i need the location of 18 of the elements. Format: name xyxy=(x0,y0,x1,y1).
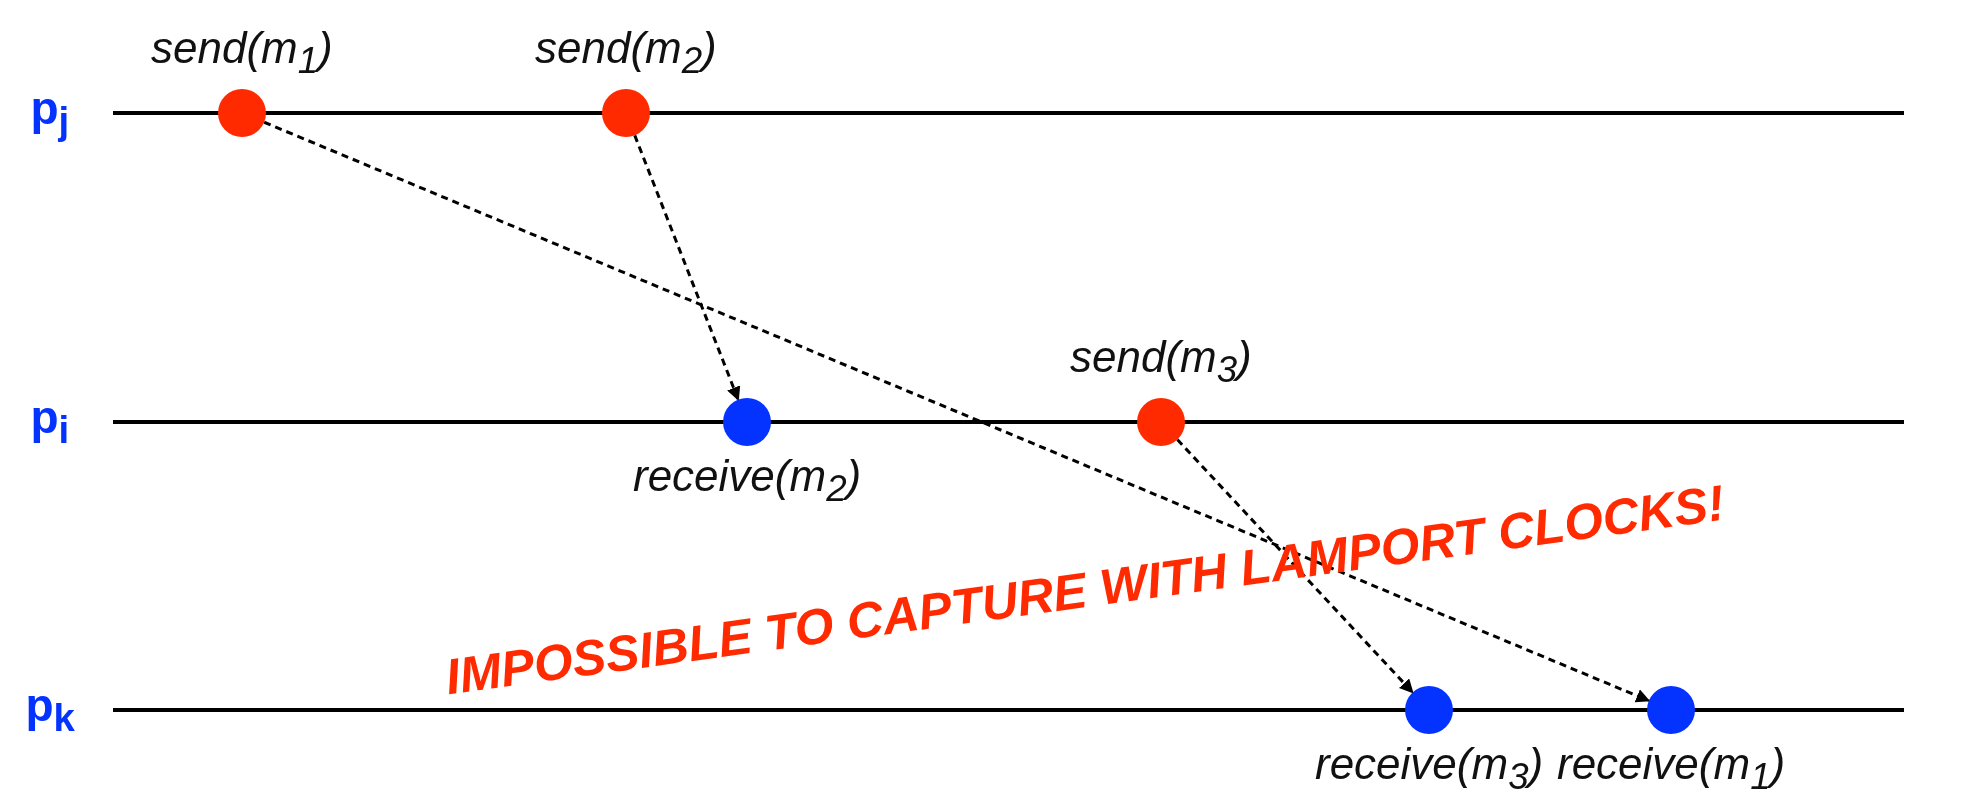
event-label: receive(m$_{2}$) xyxy=(633,452,862,510)
process-label: p$_{k}$ xyxy=(25,682,75,738)
event-label: send(m$_{3}$) xyxy=(1070,333,1252,391)
process-label: p$_{i}$ xyxy=(30,394,70,450)
event-label: send(m$_{2}$) xyxy=(535,24,717,82)
event-label: send(m$_{1}$) xyxy=(151,24,333,82)
event-label: receive(m$_{1}$) xyxy=(1557,740,1786,798)
event-dot xyxy=(723,398,771,446)
event-dot xyxy=(218,89,266,137)
event-dot xyxy=(602,89,650,137)
event-dot xyxy=(1647,686,1695,734)
dashed-arrow xyxy=(1176,438,1414,694)
event-dot xyxy=(1137,398,1185,446)
dashed-arrow xyxy=(633,134,741,401)
dashed-arrow xyxy=(263,120,1651,703)
process-label: p$_{j}$ xyxy=(30,85,70,141)
event-label: receive(m$_{3}$) xyxy=(1315,740,1544,798)
event-dot xyxy=(1405,686,1453,734)
